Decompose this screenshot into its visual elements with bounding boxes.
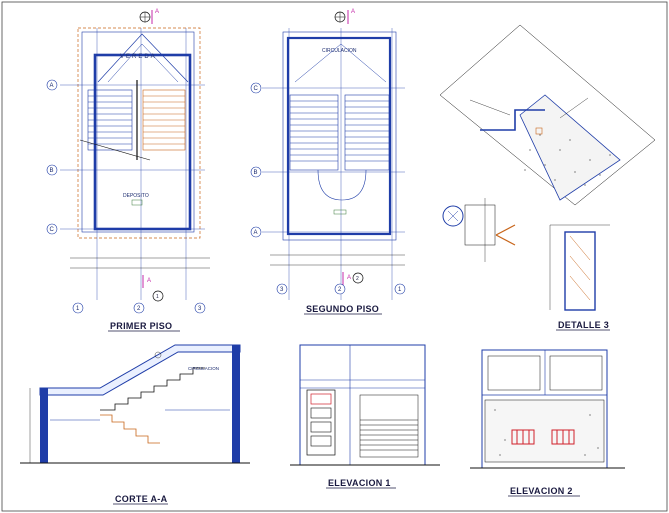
axis-row-second-a: A: [254, 230, 258, 236]
vereda-label: VEREDA: [120, 54, 157, 60]
primer-piso-title: PRIMER PISO: [110, 321, 172, 331]
segundo-piso-plan: A CIRCULACION: [250, 9, 406, 315]
elevacion-2-title: ELEVACION 2: [510, 486, 573, 496]
plan-number-first: 1: [156, 294, 159, 300]
corte-aa-section: CIRCULACION CORTE A-A: [20, 344, 250, 505]
circulacion-plan-label: CIRCULACION: [322, 48, 357, 54]
primer-piso-plan: A VEREDA: [46, 9, 210, 332]
detail-sloped-section: [439, 24, 656, 206]
section-letter-bottom-second: A: [347, 275, 351, 281]
deposito-label: DEPOSITO: [123, 193, 149, 199]
axis-row-second-b: B: [254, 170, 258, 176]
axis-col-1: 1: [76, 306, 80, 312]
elevacion-2-section: ELEVACION 2: [470, 349, 625, 497]
axis-row-b: B: [50, 168, 54, 174]
axis-col-second-3: 3: [280, 287, 284, 293]
axis-row-c: C: [50, 227, 55, 233]
grid-axis-rows-second: C B A: [250, 82, 262, 238]
elevacion-1-section: ELEVACION 1: [290, 344, 440, 489]
detalle-3-title: DETALLE 3: [558, 320, 609, 330]
section-letter-top-first: A: [155, 9, 159, 15]
axis-col-second-1: 1: [398, 287, 402, 293]
corte-aa-title: CORTE A-A: [115, 494, 168, 504]
grid-axis-cols-second: 3 2 1: [276, 283, 406, 295]
segundo-piso-title: SEGUNDO PISO: [306, 304, 379, 314]
axis-col-3: 3: [198, 306, 202, 312]
axis-row-second-c: C: [254, 86, 259, 92]
elevacion-1-title: ELEVACION 1: [328, 478, 391, 488]
section-letter-bottom-first: A: [147, 278, 151, 284]
section-marker-top-first: A: [139, 9, 159, 24]
axis-col-second-2: 2: [338, 287, 342, 293]
section-marker-bottom-second: A 2: [342, 272, 364, 285]
axis-col-2: 2: [137, 306, 141, 312]
grid-axis-cols-first: 1 2 3: [72, 302, 206, 314]
plan-number-second: 2: [356, 276, 359, 282]
detalle-3-section: DETALLE 3: [442, 198, 610, 331]
grid-axis-rows-first: A B C: [46, 79, 58, 235]
second-floor-walls: [286, 36, 392, 236]
section-letter-top-second: A: [351, 9, 355, 15]
axis-row-a: A: [50, 83, 54, 89]
section-marker-bottom-first: A 1: [142, 275, 164, 302]
section-marker-top-second: A: [334, 9, 355, 24]
circulacion-section-label: CIRCULACION: [188, 366, 219, 371]
